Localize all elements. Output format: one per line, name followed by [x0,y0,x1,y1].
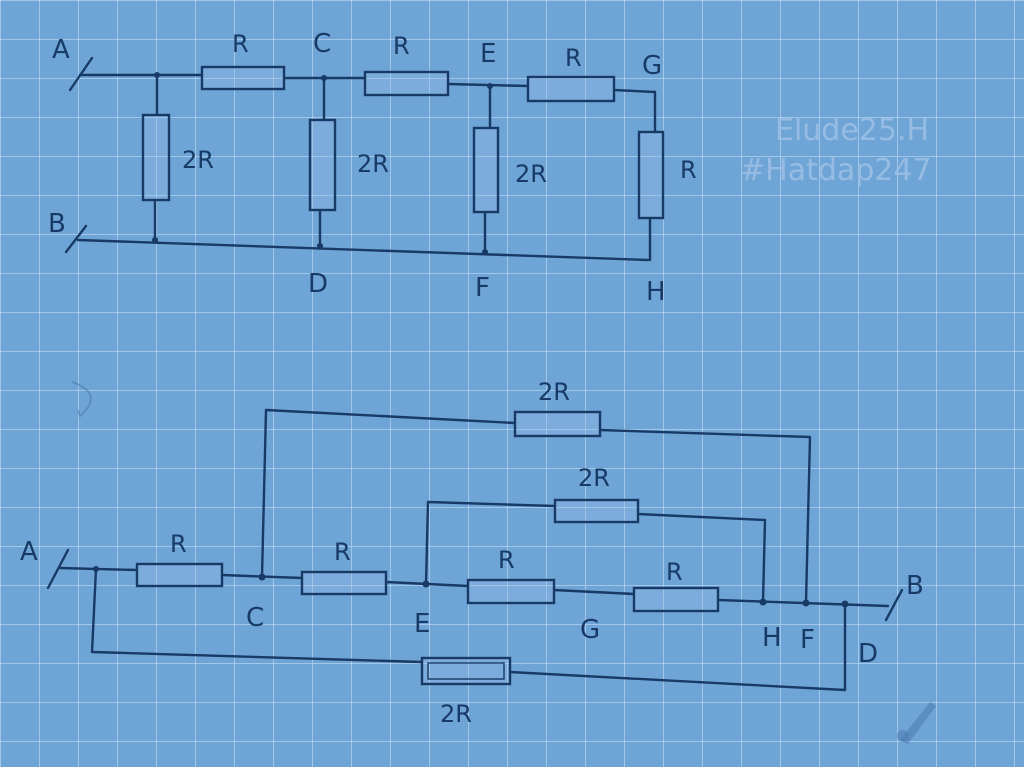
c2-resistor-ce [300,570,388,596]
pen-tip [900,702,936,744]
c2-node-a: A [20,537,38,567]
c1-node-f: F [475,273,490,303]
c2-node-f: F [800,625,815,655]
c1-leg-ab [153,73,159,242]
c2-mid-branch-wire [424,500,767,604]
c2-junction [841,600,849,608]
c2-junction [802,599,810,607]
c1-bottom-wire [76,238,650,262]
c2-node-b: B [906,571,924,601]
c2-junction [93,566,99,572]
c2-value-eg: R [498,546,515,574]
c1-value-ce: R [393,32,410,60]
c1-junction [152,237,158,243]
c2-node-c: C [246,603,264,633]
c1-node-a: A [52,35,70,65]
c2-node-d: D [858,639,878,669]
pen-tip-dot [897,730,909,742]
c1-value-ac: R [232,30,249,58]
c1-terminal-b-tick [64,224,88,254]
c2-resistor-gh [632,586,720,613]
c1-resistor-shunt1 [141,113,171,202]
c2-node-h: H [762,623,782,653]
c1-value-eg: R [565,44,582,72]
c2-value-bottom-ad: 2R [440,700,472,728]
c2-node-g: G [580,615,600,645]
c2-junction [759,598,767,606]
c1-value-shunt1: 2R [182,146,214,174]
c1-resistor-ef [472,126,500,214]
c1-leg-cd [318,76,326,248]
watermark-line2: #Hatdap247 [740,153,932,188]
c1-leg-ef [483,84,492,254]
c1-resistor-gh [637,130,665,220]
c2-value-ce: R [334,538,351,566]
c1-junction [487,83,493,89]
c1-junction [482,249,488,255]
c2-junction [422,580,430,588]
c2-value-top-cf: 2R [538,378,570,406]
c2-bottom-branch-wire [90,567,847,692]
c1-resistor-cd [308,118,337,212]
c1-value-gh: R [680,156,697,184]
c2-value-gh: R [666,558,683,586]
c2-top-branch-wire [260,408,812,604]
c1-node-d: D [308,269,328,299]
c1-leg-gh [648,90,657,262]
c1-node-b: B [48,209,66,239]
c1-node-g: G [642,51,662,81]
c2-terminal-a-tick [46,548,70,590]
circuit-1: A B C D E F G H R R R 2R 2R 2R R [48,29,697,307]
c1-value-ef: 2R [515,160,547,188]
c1-node-e: E [480,39,496,69]
c1-value-cd: 2R [357,150,389,178]
c1-junction [321,75,327,81]
c1-resistor-ac [200,65,286,91]
c2-resistor-top-cf [513,410,602,438]
c1-resistor-ce [363,70,450,97]
c2-junction [258,573,266,581]
c2-terminal-b-tick [884,588,904,622]
c2-resistor-bottom-ad-inner [427,662,505,680]
c1-node-h: H [646,277,666,307]
stray-mark [71,381,92,418]
c1-node-c: C [313,29,331,59]
c2-resistor-bottom-ad [420,656,512,686]
c1-junction [154,72,160,78]
c2-resistor-ac [135,562,224,588]
circuit-2: A C E G H F D B R R R R 2R 2R 2R [20,378,924,728]
c2-node-e: E [414,609,430,639]
c2-value-mid-eh: 2R [578,464,610,492]
watermark-line1: Elude25.H [775,113,929,148]
c2-value-ac: R [170,530,187,558]
c1-junction [317,243,323,249]
c2-resistor-mid-eh [553,498,640,524]
c1-resistor-eg [526,75,616,103]
c2-resistor-eg [466,578,556,605]
c1-terminal-a-tick [68,56,94,92]
